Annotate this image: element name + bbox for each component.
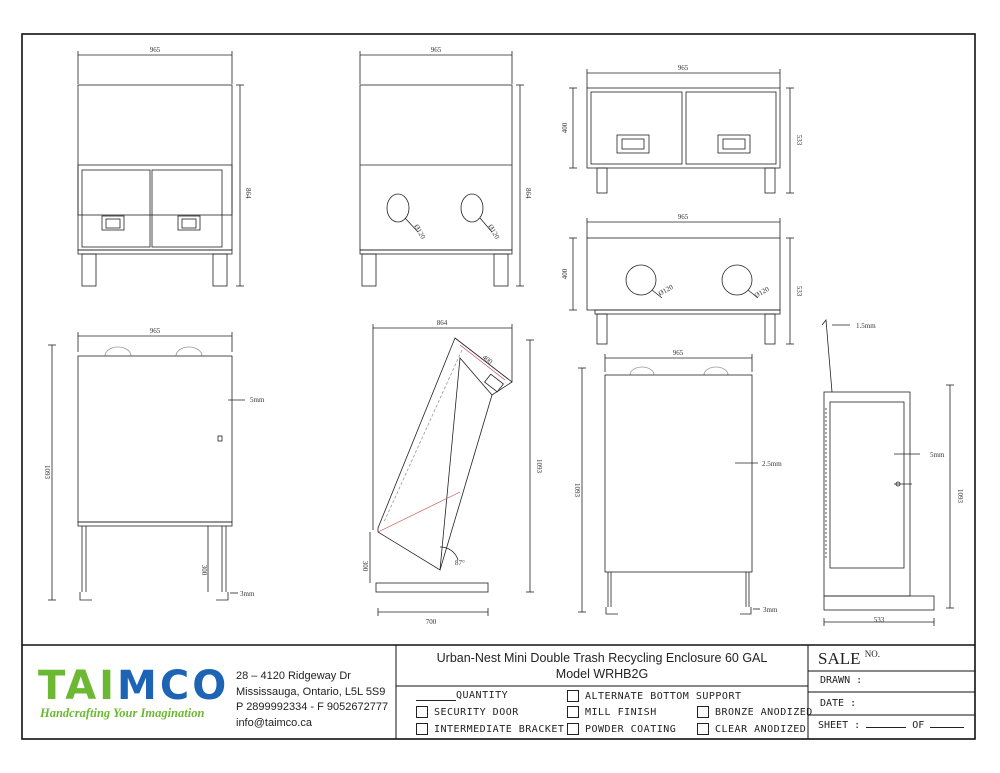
front-view (77, 51, 244, 287)
title-block (395, 645, 975, 739)
checkbox[interactable] (567, 690, 579, 702)
top-width-label: 965 (678, 64, 689, 72)
section-gap-label: 5mm (930, 451, 945, 459)
rear-height-label: 1093 (573, 483, 581, 498)
plan-hole-right-label: Ø120 (753, 285, 771, 300)
checkbox[interactable] (697, 723, 709, 735)
door-view (48, 332, 245, 601)
option-label: POWDER COATING (585, 724, 677, 735)
model-number: Model WRHB2G (555, 667, 649, 681)
top-right-height-label: 533 (795, 135, 803, 146)
plan-right-height-label: 533 (795, 286, 803, 297)
back-width-label: 965 (431, 46, 442, 54)
plan-width-label: 965 (678, 213, 689, 221)
address-line1: 28 – 4120 Ridgeway Dr (236, 670, 351, 682)
email-line: info@taimco.ca (236, 717, 312, 729)
plan-view (569, 218, 794, 345)
quantity-label: QUANTITY (456, 690, 509, 701)
back-view (359, 51, 524, 287)
back-hole-left-label: Ø120 (412, 223, 427, 241)
side-angle-label: 87° (455, 559, 465, 567)
side-base-label: 700 (426, 618, 437, 626)
option-intermediate-bracket[interactable]: INTERMEDIATE BRACKET (416, 723, 564, 735)
section-view (821, 318, 954, 626)
option-alternate-bottom-support[interactable]: ALTERNATE BOTTOM SUPPORT (567, 690, 742, 702)
back-height-label: 864 (524, 188, 532, 199)
rear-view (578, 354, 760, 615)
checkbox[interactable] (567, 723, 579, 735)
address-line2: Mississauga, Ontario, L5L 5S9 (236, 686, 386, 698)
door-leg-height-label: 300 (200, 565, 208, 576)
rear-width-label: 965 (673, 349, 684, 357)
option-label: INTERMEDIATE BRACKET (434, 724, 565, 735)
option-powder-coating[interactable]: POWDER COATING (567, 723, 676, 735)
side-height-label: 1093 (535, 459, 543, 474)
option-security-door[interactable]: SECURITY DOOR (416, 706, 519, 718)
door-height-label: 1093 (43, 465, 51, 480)
section-base-label: 533 (874, 616, 885, 624)
side-leg-height-label: 300 (361, 561, 369, 572)
side-depth-top-label: 864 (437, 319, 448, 327)
sheet-label: SHEET : (818, 720, 861, 731)
plan-hole-left-label: Ø120 (657, 283, 675, 298)
option-mill-finish[interactable]: MILL FINISH (567, 706, 657, 718)
sheet-field[interactable]: SHEET : OF (818, 720, 965, 731)
option-label: ALTERNATE BOTTOM SUPPORT (585, 691, 742, 702)
option-bronze-anodized[interactable]: BRONZE ANODIZED (697, 706, 813, 718)
date-field[interactable]: DATE : (820, 698, 857, 709)
side-view (369, 324, 534, 616)
of-label: OF (912, 720, 925, 731)
quantity-field[interactable]: QUANTITY (416, 690, 508, 701)
drawn-field[interactable]: DRAWN : (820, 675, 863, 686)
sheet-border (21, 33, 976, 740)
front-height-label: 864 (244, 188, 252, 199)
top-view (569, 69, 794, 194)
option-label: SECURITY DOOR (434, 707, 519, 718)
front-width-label: 965 (150, 46, 161, 54)
checkbox[interactable] (416, 706, 428, 718)
section-top-label: 1.5mm (856, 322, 876, 330)
company-tagline: Handcrafting Your Imagination (40, 706, 205, 720)
checkbox[interactable] (567, 706, 579, 718)
sale-label: SALE NO. (818, 649, 880, 668)
checkbox[interactable] (416, 723, 428, 735)
rear-gap-label: 2.5mm (762, 460, 782, 468)
option-label: BRONZE ANODIZED (715, 707, 813, 718)
top-left-height-label: 400 (561, 122, 569, 133)
side-lid-label: 400 (481, 353, 495, 366)
option-label: CLEAR ANODIZED (715, 724, 807, 735)
door-foot-label: 3mm (240, 590, 255, 598)
checkbox[interactable] (697, 706, 709, 718)
section-height-label: 1093 (956, 489, 964, 504)
option-clear-anodized[interactable]: CLEAR ANODIZED (697, 723, 806, 735)
phone-line: P 2899992334 - F 9052672777 (236, 701, 389, 713)
rear-foot-label: 3mm (763, 606, 778, 614)
back-hole-right-label: Ø120 (486, 223, 501, 241)
door-width-label: 965 (150, 327, 161, 335)
door-gap-label: 5mm (250, 396, 265, 404)
product-title: Urban-Nest Mini Double Trash Recycling E… (436, 651, 768, 665)
company-logo: TAIMCO (38, 663, 230, 709)
plan-left-height-label: 400 (561, 268, 569, 279)
option-label: MILL FINISH (585, 707, 657, 718)
